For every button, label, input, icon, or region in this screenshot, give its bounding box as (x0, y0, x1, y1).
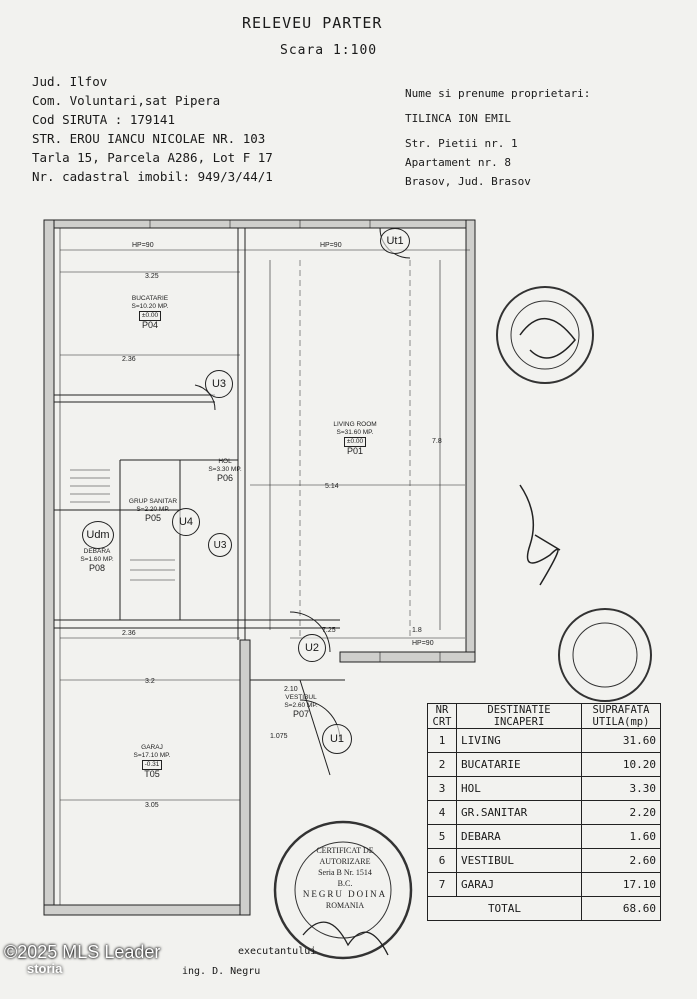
address-line: Nr. cadastral imobil: 949/3/44/1 (32, 169, 273, 184)
dimension-label: 3.2 (145, 678, 155, 685)
door-tag: U2 (298, 634, 326, 662)
dimension-label: 5.14 (325, 483, 339, 490)
door-tag: U3 (208, 533, 232, 557)
address-line: Com. Voluntari,sat Pipera (32, 93, 221, 108)
dimension-label: 7.8 (432, 438, 442, 445)
room-garaj: GARAJ S=17.10 MP. -0.31 T05 (133, 744, 171, 779)
address-block: Jud. Ilfov Com. Voluntari,sat Pipera Cod… (32, 72, 273, 186)
door-tag: U1 (322, 724, 352, 754)
cadastre-stamp-bottom (558, 608, 652, 702)
table-header: SUPRAFATA UTILA(mp) (581, 703, 661, 729)
table-header: DESTINATIE INCAPERI (456, 703, 582, 729)
table-header: NR CRT (427, 703, 457, 729)
watermark-text: ©2025 MLS Leader (4, 942, 161, 962)
door-tag: Udm (82, 521, 114, 549)
page-title: RELEVEU PARTER (242, 14, 383, 32)
address-line: STR. EROU IANCU NICOLAE NR. 103 (32, 131, 266, 146)
dimension-label: 7.25 (322, 627, 336, 634)
door-tag: U3 (205, 370, 233, 398)
storia-logo: storia (27, 961, 63, 976)
dimension-label: 2.36 (122, 630, 136, 637)
dimension-label: HP=90 (132, 242, 154, 249)
scale-label: Scara 1:100 (280, 43, 378, 58)
dimension-label: 2.10 (284, 686, 298, 693)
owner-label: Nume si prenume proprietari: (405, 87, 591, 100)
room-bucatarie: BUCATARIE S=10.20 MP. ±0.00 P04 (131, 295, 169, 330)
dimension-label: HP=90 (412, 640, 434, 647)
owner-address-line: Brasov, Jud. Brasov (405, 175, 531, 188)
dimension-label: 3.05 (145, 802, 159, 809)
room-living: LIVING ROOM S=31.60 MP. ±0.00 P01 (333, 421, 377, 456)
address-line: Tarla 15, Parcela A286, Lot F 17 (32, 150, 273, 165)
address-line: Cod SIRUTA : 179141 (32, 112, 175, 127)
dimension-label: 3.25 (145, 273, 159, 280)
owner-name: TILINCA ION EMIL (405, 112, 511, 125)
executant-label: executantului (238, 946, 317, 957)
address-line: Jud. Ilfov (32, 74, 108, 89)
room-debara: DEBARA S=1.60 MP. P08 (80, 548, 114, 573)
owner-block: Nume si prenume proprietari: TILINCA ION… (405, 84, 590, 191)
certificate-text: CERTIFICAT DE AUTORIZARE Seria B Nr. 151… (302, 846, 388, 910)
room-vestibul: VESTIBUL S=2.60 MP. P07 (284, 694, 318, 719)
signature (519, 484, 561, 586)
room-grup-sanitar: GRUP SANITAR S=2.20 MP. P05 (128, 498, 178, 523)
signature-caption: ing. D. Negru (182, 966, 261, 977)
door-tag: Ut1 (380, 228, 410, 254)
certificate-stamp (273, 820, 413, 960)
owner-address-line: Apartament nr. 8 (405, 156, 511, 169)
cadastre-stamp-top (496, 286, 594, 384)
room-hol: HOL S=3.30 MP. P06 (208, 458, 242, 483)
dimension-label: HP=90 (320, 242, 342, 249)
dimension-label: 1.075 (270, 733, 288, 740)
area-table: NR CRT DESTINATIE INCAPERI SUPRAFATA UTI… (427, 703, 661, 921)
owner-address-line: Str. Pietii nr. 1 (405, 137, 518, 150)
door-tag: U4 (172, 508, 200, 536)
dimension-label: 2.36 (122, 356, 136, 363)
dimension-label: 1.8 (412, 627, 422, 634)
